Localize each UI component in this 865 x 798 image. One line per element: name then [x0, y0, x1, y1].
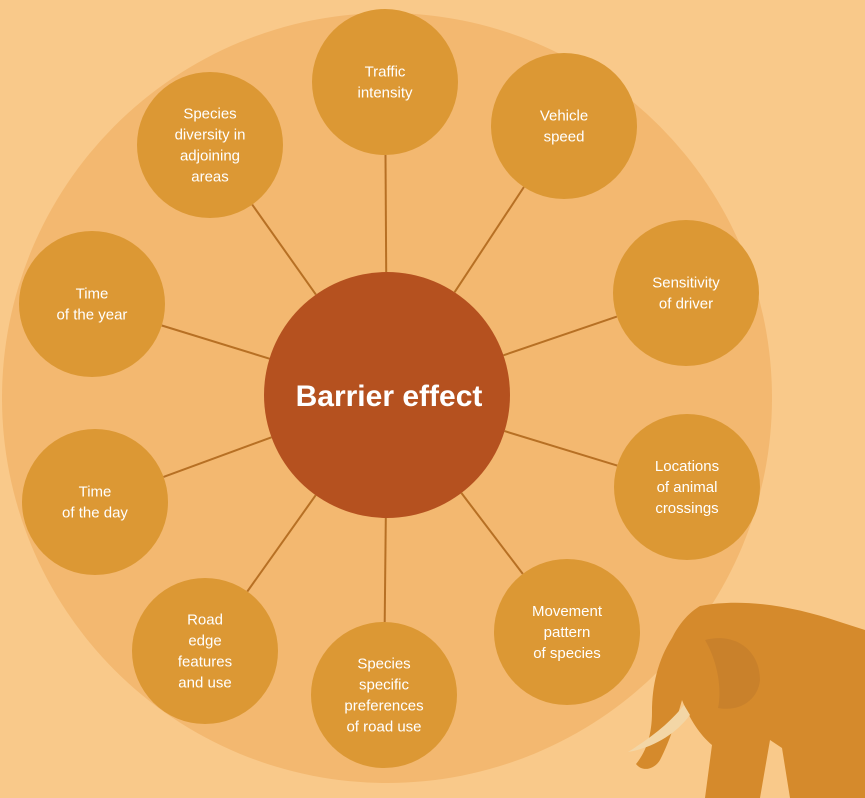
- factor-label-species-specific-preferences-line-4: of road use: [346, 719, 421, 736]
- connector-line-species-specific-preferences: [383, 517, 387, 623]
- factor-label-locations-of-animal-crossings-line-3: crossings: [655, 500, 718, 517]
- connector-lines: [161, 154, 618, 623]
- factor-label-time-of-the-year-line-1: Time: [76, 286, 109, 303]
- factor-circle-movement-pattern-of-species: [494, 559, 640, 705]
- factor-label-species-diversity-line-2: diversity in: [175, 127, 246, 144]
- factor-node-species-specific-preferences: Species specific preferences of road use: [311, 622, 457, 768]
- factor-label-species-diversity-line-4: areas: [191, 169, 229, 186]
- factor-label-traffic-intensity-line-1: Traffic: [365, 64, 406, 81]
- factor-circle-species-diversity: [137, 72, 283, 218]
- factor-label-road-edge-features-line-2: edge: [188, 633, 221, 650]
- factor-label-species-specific-preferences-line-3: preferences: [344, 698, 423, 715]
- factor-circle-traffic-intensity: [312, 9, 458, 155]
- factor-node-time-of-the-year: Time of the year: [19, 231, 165, 377]
- factor-node-movement-pattern-of-species: Movement pattern of species: [494, 559, 640, 705]
- hub-circle: [264, 272, 510, 518]
- connector-line-sensitivity-of-driver: [503, 315, 618, 357]
- factor-label-sensitivity-of-driver-line-1: Sensitivity: [652, 275, 720, 292]
- factor-label-species-diversity-line-1: Species: [183, 106, 236, 123]
- factor-circle-time-of-the-year: [19, 231, 165, 377]
- factor-label-vehicle-speed-line-1: Vehicle: [540, 108, 588, 125]
- factor-circle-sensitivity-of-driver: [613, 220, 759, 366]
- factor-label-locations-of-animal-crossings-line-1: Locations: [655, 458, 719, 475]
- factor-label-time-of-the-day-line-1: Time: [79, 484, 112, 501]
- connector-line-species-diversity: [251, 204, 317, 296]
- factor-label-species-specific-preferences-line-1: Species: [357, 656, 410, 673]
- connector-line-road-edge-features: [246, 494, 317, 593]
- hub-label: Barrier effect: [296, 380, 483, 413]
- factor-label-movement-pattern-of-species-line-2: pattern: [544, 624, 591, 641]
- connector-line-locations-of-animal-crossings: [504, 430, 618, 467]
- elephant-silhouette-icon: [628, 602, 865, 798]
- factor-node-species-diversity: Species diversity in adjoining areas: [137, 72, 283, 218]
- factor-circle-road-edge-features: [132, 578, 278, 724]
- factor-circle-locations-of-animal-crossings: [614, 414, 760, 560]
- hub-group: Barrier effect: [264, 272, 510, 518]
- factor-label-road-edge-features-line-1: Road: [187, 612, 223, 629]
- factor-label-road-edge-features-line-4: and use: [178, 675, 231, 692]
- factor-circle-species-specific-preferences: [311, 622, 457, 768]
- factor-label-sensitivity-of-driver-line-2: of driver: [659, 296, 713, 313]
- connector-line-time-of-the-year: [161, 324, 270, 360]
- factor-label-movement-pattern-of-species-line-3: of species: [533, 645, 601, 662]
- factor-node-road-edge-features: Road edge features and use: [132, 578, 278, 724]
- factor-node-sensitivity-of-driver: Sensitivity of driver: [613, 220, 759, 366]
- factor-label-vehicle-speed-line-2: speed: [544, 129, 585, 146]
- factor-label-time-of-the-year-line-2: of the year: [57, 307, 128, 324]
- factor-label-movement-pattern-of-species-line-1: Movement: [532, 603, 603, 620]
- factor-label-time-of-the-day-line-2: of the day: [62, 505, 128, 522]
- factor-node-traffic-intensity: Traffic intensity: [312, 9, 458, 155]
- factor-label-locations-of-animal-crossings-line-2: of animal: [657, 479, 718, 496]
- factor-node-locations-of-animal-crossings: Locations of animal crossings: [614, 414, 760, 560]
- factor-label-traffic-intensity-line-2: intensity: [357, 85, 413, 102]
- factor-label-species-specific-preferences-line-2: specific: [359, 677, 410, 694]
- connector-line-time-of-the-day: [163, 436, 272, 478]
- factor-node-time-of-the-day: Time of the day: [22, 429, 168, 575]
- factor-label-species-diversity-line-3: adjoining: [180, 148, 240, 165]
- factor-circle-vehicle-speed: [491, 53, 637, 199]
- factor-label-road-edge-features-line-3: features: [178, 654, 232, 671]
- factor-node-vehicle-speed: Vehicle speed: [491, 53, 637, 199]
- factor-circle-time-of-the-day: [22, 429, 168, 575]
- connector-line-traffic-intensity: [384, 154, 388, 273]
- connector-line-vehicle-speed: [453, 186, 525, 293]
- connector-line-movement-pattern-of-species: [460, 492, 524, 575]
